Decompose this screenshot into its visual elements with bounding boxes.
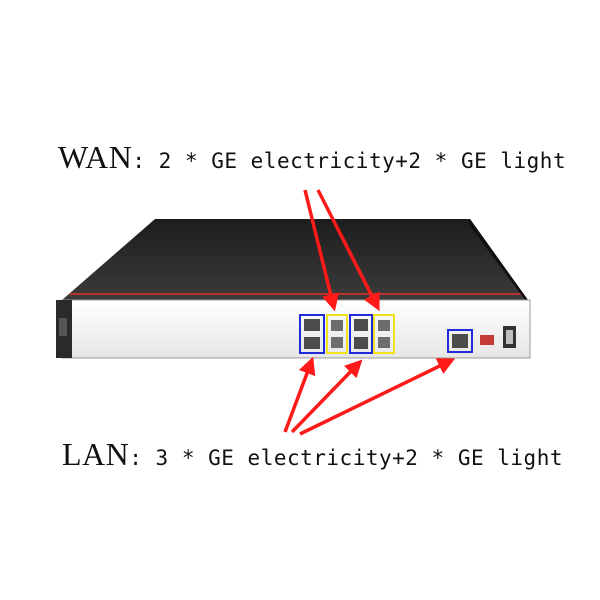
wan-description: : 2 * GE electricity+2 * GE light [132, 149, 567, 173]
sfp-port-icon [378, 320, 390, 331]
lan-description: : 3 * GE electricity+2 * GE light [129, 446, 563, 470]
sfp-port-icon [331, 320, 343, 331]
usb-port-slot [506, 330, 513, 344]
rj45-port-icon [354, 319, 368, 331]
lan-arrow-1 [283, 356, 316, 433]
lan-caption: LAN: 3 * GE electricity+2 * GE light [62, 436, 600, 473]
wan-label: WAN [58, 139, 133, 175]
console-port-icon [480, 335, 494, 345]
wan-arrow-1 [303, 189, 340, 312]
electric-port-box-1 [299, 314, 325, 354]
rj45-port-icon [304, 319, 320, 331]
lan-arrow-2 [290, 359, 363, 434]
optical-port-box-1 [326, 314, 348, 354]
rj45-port-icon [304, 337, 320, 349]
rj45-port-icon [354, 337, 368, 349]
sfp-port-icon [378, 337, 390, 348]
sfp-port-icon [331, 337, 343, 348]
rj45-port-icon [452, 334, 468, 348]
lan-label: LAN [62, 436, 130, 472]
wan-caption: WAN: 2 * GE electricity+2 * GE light [58, 139, 600, 176]
lan-arrow-3 [299, 358, 456, 436]
chassis-top [62, 219, 528, 300]
electric-port-box-3 [447, 329, 473, 353]
electric-port-box-2 [349, 314, 373, 354]
wan-arrow-2 [316, 189, 380, 312]
chassis-side [468, 219, 528, 304]
status-led-strip [59, 318, 67, 336]
optical-port-box-2 [373, 314, 395, 354]
